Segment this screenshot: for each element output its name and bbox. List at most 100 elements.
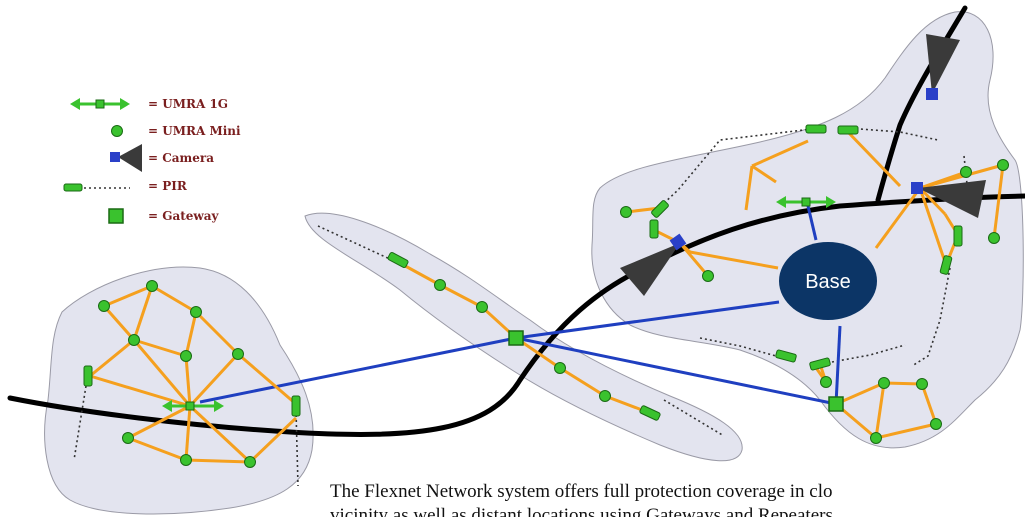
pir-sensor: [649, 219, 659, 239]
umra-mini-node: [620, 206, 632, 218]
radio-link: [188, 404, 252, 464]
radio-link: [689, 250, 779, 270]
gateways: [508, 330, 844, 412]
radio-link: [127, 404, 191, 440]
pir-line: [911, 267, 951, 367]
radio-link: [184, 355, 192, 407]
umra-mini-node: [554, 362, 566, 374]
legend: = UMRA 1G = UMRA Mini = Camera = PIR = G…: [63, 97, 241, 224]
radio-link: [102, 305, 136, 341]
gateway-node: [508, 330, 524, 346]
radio-link: [133, 338, 187, 358]
umra-1g-node: [162, 400, 224, 412]
umra-mini-node: [190, 306, 202, 318]
radio-link: [992, 164, 1005, 239]
umra-mini-node: [128, 334, 140, 346]
pir-lines: [73, 127, 971, 487]
radio-link: [127, 436, 187, 462]
radio-link: [237, 352, 297, 406]
pir-sensor: [837, 125, 859, 135]
pir-legend-icon: [63, 183, 130, 192]
pir-line: [663, 399, 725, 437]
umra-mini-node: [930, 418, 942, 430]
zone-right: [591, 11, 1024, 449]
radio-link: [744, 165, 754, 211]
umra-mini-node: [180, 350, 192, 362]
umra-1g-node: [776, 196, 836, 208]
umra-mini-node: [98, 300, 110, 312]
backhaul-link: [515, 300, 780, 340]
umra-mini-node: [599, 390, 611, 402]
backhaul-link: [806, 205, 818, 241]
umra-mini-node: [702, 270, 714, 282]
radio-link: [248, 416, 298, 464]
umra-mini-node: [820, 376, 832, 388]
radio-link: [559, 366, 606, 398]
pir-line: [845, 127, 939, 141]
radio-link: [844, 128, 902, 188]
base-label: Base: [805, 271, 851, 293]
legend-label-gateway: = Gateway: [148, 209, 220, 223]
pir-sensor: [939, 255, 953, 275]
radio-link: [132, 285, 154, 341]
camera-icon: [911, 180, 986, 218]
radio-link: [875, 422, 937, 440]
legend-label-pir: = PIR: [148, 179, 188, 193]
radio-link: [874, 382, 886, 439]
radio-link: [918, 187, 948, 266]
radio-link: [89, 374, 191, 408]
gateway-legend-icon: [108, 208, 124, 224]
radio-link: [439, 283, 483, 309]
radio-link: [132, 339, 192, 407]
radio-link: [194, 310, 240, 356]
pir-sensor: [775, 349, 797, 363]
radio-link: [184, 405, 192, 461]
radio-link: [835, 381, 885, 406]
umra-mini-node: [916, 378, 928, 390]
umra-mini-node: [232, 348, 244, 360]
umra-mini-node: [434, 279, 446, 291]
legend-item-pir: = PIR: [63, 179, 188, 193]
caption-line-1: The Flexnet Network system offers full p…: [330, 481, 833, 502]
pir-line: [661, 128, 813, 206]
legend-label-umra-mini: = UMRA Mini: [148, 124, 241, 138]
umra-mini-node: [476, 301, 488, 313]
radio-link: [151, 284, 197, 314]
caption: The Flexnet Network system offers full p…: [330, 480, 1025, 517]
gateway-node: [828, 396, 844, 412]
radio-link: [919, 163, 1004, 190]
camera-icon: [620, 233, 687, 296]
cameras: [620, 34, 986, 296]
radio-link: [89, 338, 135, 378]
umra-mini-legend-icon: [111, 125, 123, 137]
legend-item-camera: = Camera: [110, 144, 214, 172]
radio-link: [751, 139, 809, 168]
base-ellipse: [779, 242, 877, 320]
radio-link: [883, 381, 923, 386]
pir-line: [699, 337, 777, 357]
zones: [44, 11, 1024, 515]
backhaul-link: [199, 336, 517, 404]
umra-mini-node: [122, 432, 134, 444]
pir-sensor: [805, 124, 827, 134]
radio-link: [188, 352, 240, 408]
umra-mini-node: [244, 456, 256, 468]
umra-mini-node: [960, 166, 972, 178]
radio-link: [920, 383, 938, 425]
backhaul-links: [199, 205, 842, 406]
pir-sensor: [291, 395, 301, 417]
pir-sensors: [83, 124, 963, 421]
radio-links: [89, 128, 1005, 464]
pir-sensor: [809, 357, 831, 371]
backhaul-link: [834, 325, 842, 405]
umra-mini-node: [180, 454, 192, 466]
legend-item-umra-mini: = UMRA Mini: [111, 124, 241, 138]
umra-mini-node: [878, 377, 890, 389]
pir-sensor: [639, 405, 661, 421]
umra-mini-nodes: [98, 159, 1009, 468]
legend-label-camera: = Camera: [148, 151, 214, 165]
legend-item-gateway: = Gateway: [108, 208, 220, 224]
pir-sensor: [953, 225, 963, 247]
backhaul-link: [515, 336, 837, 406]
